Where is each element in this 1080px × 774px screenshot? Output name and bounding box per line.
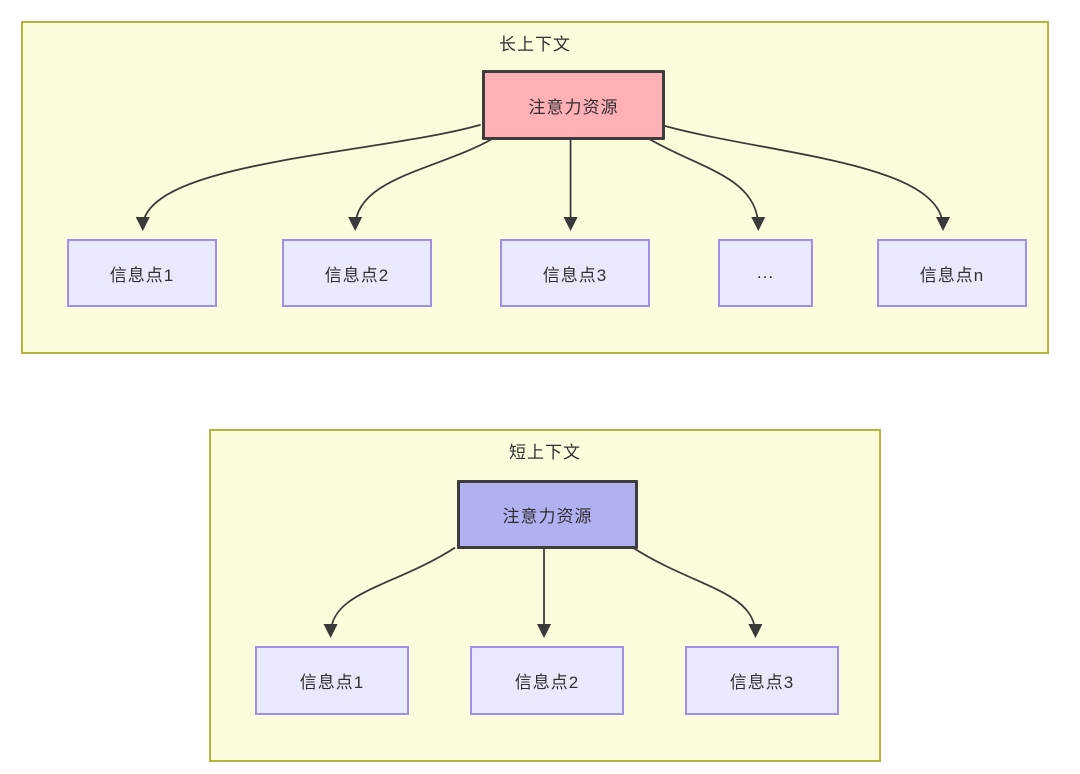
info-point-box-ellipsis: ... — [718, 239, 813, 307]
info-point-label: 信息点2 — [514, 673, 580, 692]
info-point-label: 信息点2 — [324, 265, 390, 285]
info-point-box-2: 信息点2 — [282, 239, 432, 307]
info-point-label: 信息点1 — [299, 673, 365, 692]
info-point-label: 信息点1 — [109, 265, 175, 285]
attention-resource-box-short: 注意力资源 — [457, 480, 638, 549]
info-point-box-3: 信息点3 — [500, 239, 650, 307]
info-point-label: ... — [756, 263, 775, 282]
arrow-to-info-1 — [135, 123, 481, 232]
long-context-panel: 长上下文 注意力资源 信息点1 信息点2 信息点3 ... 信息点n — [21, 21, 1049, 354]
short-context-title: 短上下文 — [509, 443, 581, 462]
info-point-box-1: 信息点1 — [67, 239, 217, 307]
arrow-to-info-1 — [323, 546, 456, 639]
arrow-to-info-3 — [632, 546, 763, 639]
arrow-to-info-2 — [348, 137, 493, 232]
arrow-to-info-n — [660, 123, 951, 232]
attention-resource-label: 注意力资源 — [528, 97, 619, 117]
info-point-box-1: 信息点1 — [255, 646, 409, 715]
info-point-box-3: 信息点3 — [685, 646, 839, 715]
short-context-panel: 短上下文 注意力资源 信息点1 信息点2 信息点3 — [209, 429, 881, 762]
attention-resource-box-long: 注意力资源 — [482, 70, 665, 140]
long-context-title: 长上下文 — [499, 35, 571, 54]
info-point-box-2: 信息点2 — [470, 646, 624, 715]
info-point-label: 信息点3 — [729, 673, 795, 692]
attention-resource-label: 注意力资源 — [502, 507, 593, 526]
arrow-to-info-ellipsis — [648, 137, 766, 232]
info-point-label: 信息点3 — [542, 265, 608, 285]
info-point-label: 信息点n — [919, 265, 985, 285]
info-point-box-n: 信息点n — [877, 239, 1027, 307]
